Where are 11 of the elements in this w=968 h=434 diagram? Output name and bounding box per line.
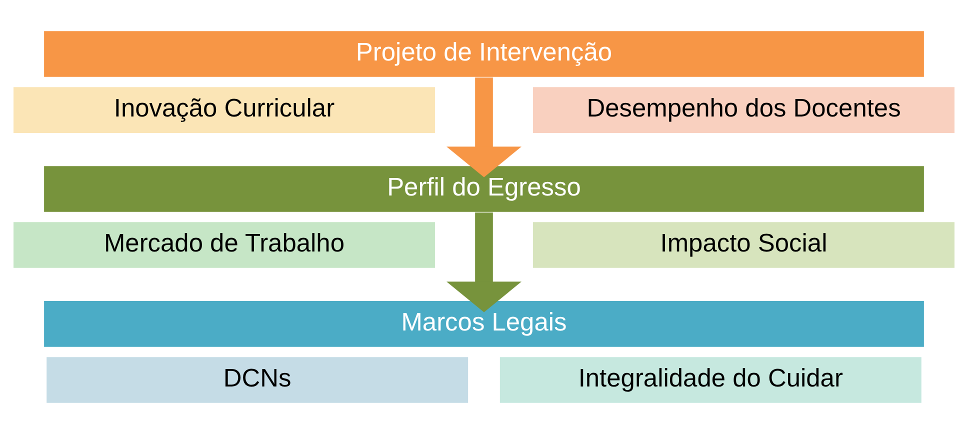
arrow <box>446 212 522 312</box>
node-box: Marcos Legais <box>44 301 924 347</box>
node-box: Inovação Curricular <box>14 87 435 133</box>
node-box: Perfil do Egresso <box>44 166 924 212</box>
node-box: Integralidade do Cuidar <box>500 357 922 403</box>
node-box: DCNs <box>46 357 468 403</box>
node-box: Impacto Social <box>533 222 954 268</box>
arrow <box>446 78 522 178</box>
node-box: Mercado de Trabalho <box>14 222 435 268</box>
node-box: Desempenho dos Docentes <box>533 87 954 133</box>
node-box: Projeto de Intervenção <box>44 31 924 77</box>
